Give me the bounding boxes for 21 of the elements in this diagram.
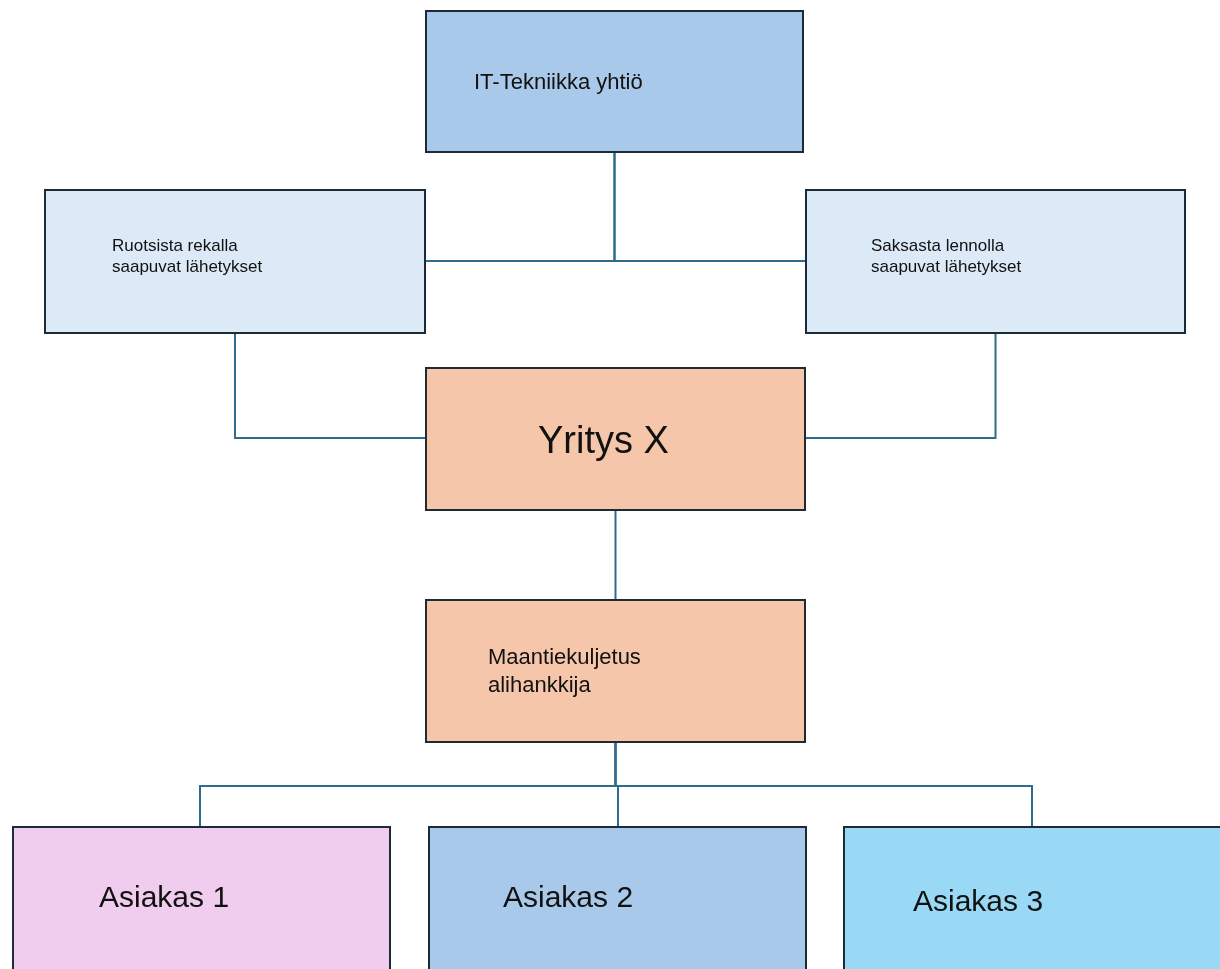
process-box [425, 10, 804, 153]
process-box [843, 826, 1220, 969]
box-label: Asiakas 2 [503, 879, 635, 915]
process-box [12, 826, 391, 969]
box-label: IT-Tekniikka yhtiö [474, 68, 644, 96]
connector-line [613, 152, 806, 262]
process-box [428, 826, 807, 969]
process-box [425, 367, 806, 511]
box-label: Ruotsista rekalla saapuvat lähetykset [112, 235, 264, 278]
box-label: Yritys X [538, 418, 670, 463]
connector-line [614, 510, 617, 600]
box-label: Asiakas 3 [913, 883, 1045, 919]
process-box [805, 189, 1186, 334]
connector-line [234, 333, 426, 439]
box-label: Maantiekuljetus alihankkija [488, 643, 642, 698]
connector-line [805, 333, 997, 439]
process-box [44, 189, 426, 334]
process-box [425, 599, 806, 743]
box-label: Asiakas 1 [99, 879, 231, 915]
connector-line [614, 742, 1033, 827]
box-label: Saksasta lennolla saapuvat lähetykset [871, 235, 1023, 278]
